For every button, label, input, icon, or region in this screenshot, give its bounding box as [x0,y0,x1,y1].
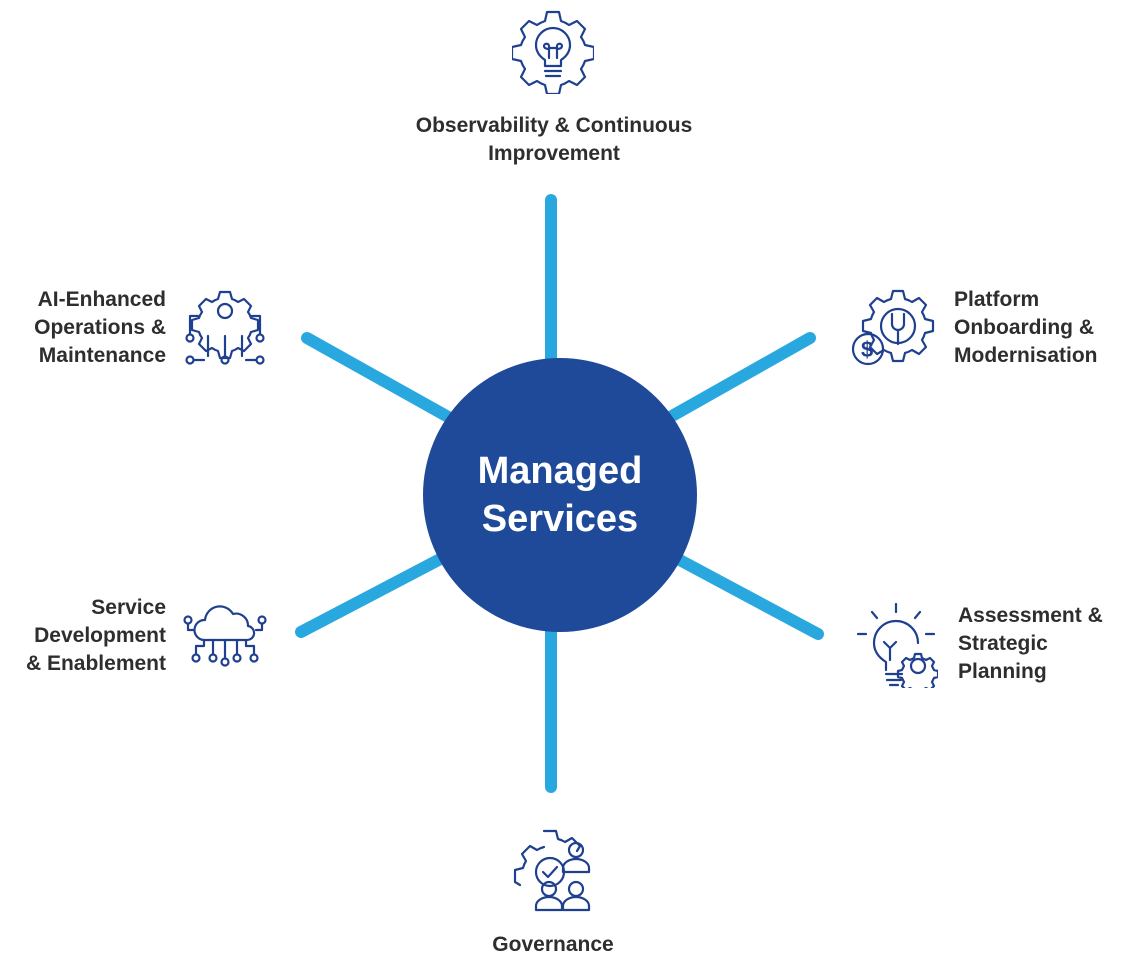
spoke-upper-left [301,332,456,424]
node-label-service: Service Development & Enablement [25,596,166,675]
node-label-ai: AI-Enhanced Operations & Maintenance [34,288,166,367]
spoke-lower-left [295,550,452,638]
svg-text:$: $ [861,337,873,362]
hub-circle: Managed Services [423,358,697,632]
node-label-assessment: Assessment & Strategic Planning [958,604,1103,683]
spoke-lower-right [670,552,824,640]
gear-people-icon [512,828,596,912]
gear-circuit-icon [182,288,268,370]
cloud-network-icon [182,604,268,668]
node-label-platform: Platform Onboarding & Modernisation [954,288,1098,367]
gear-wrench-dollar-icon: $ [850,286,936,370]
lightbulb-gear-icon [854,602,938,688]
spoke-upper-right [666,332,816,422]
node-label-observability: Observability & Continuous Improvement [415,114,693,165]
hub-title: Managed Services [477,450,643,540]
node-label-governance: Governance [492,933,614,956]
gear-lightbulb-icon [512,8,594,94]
